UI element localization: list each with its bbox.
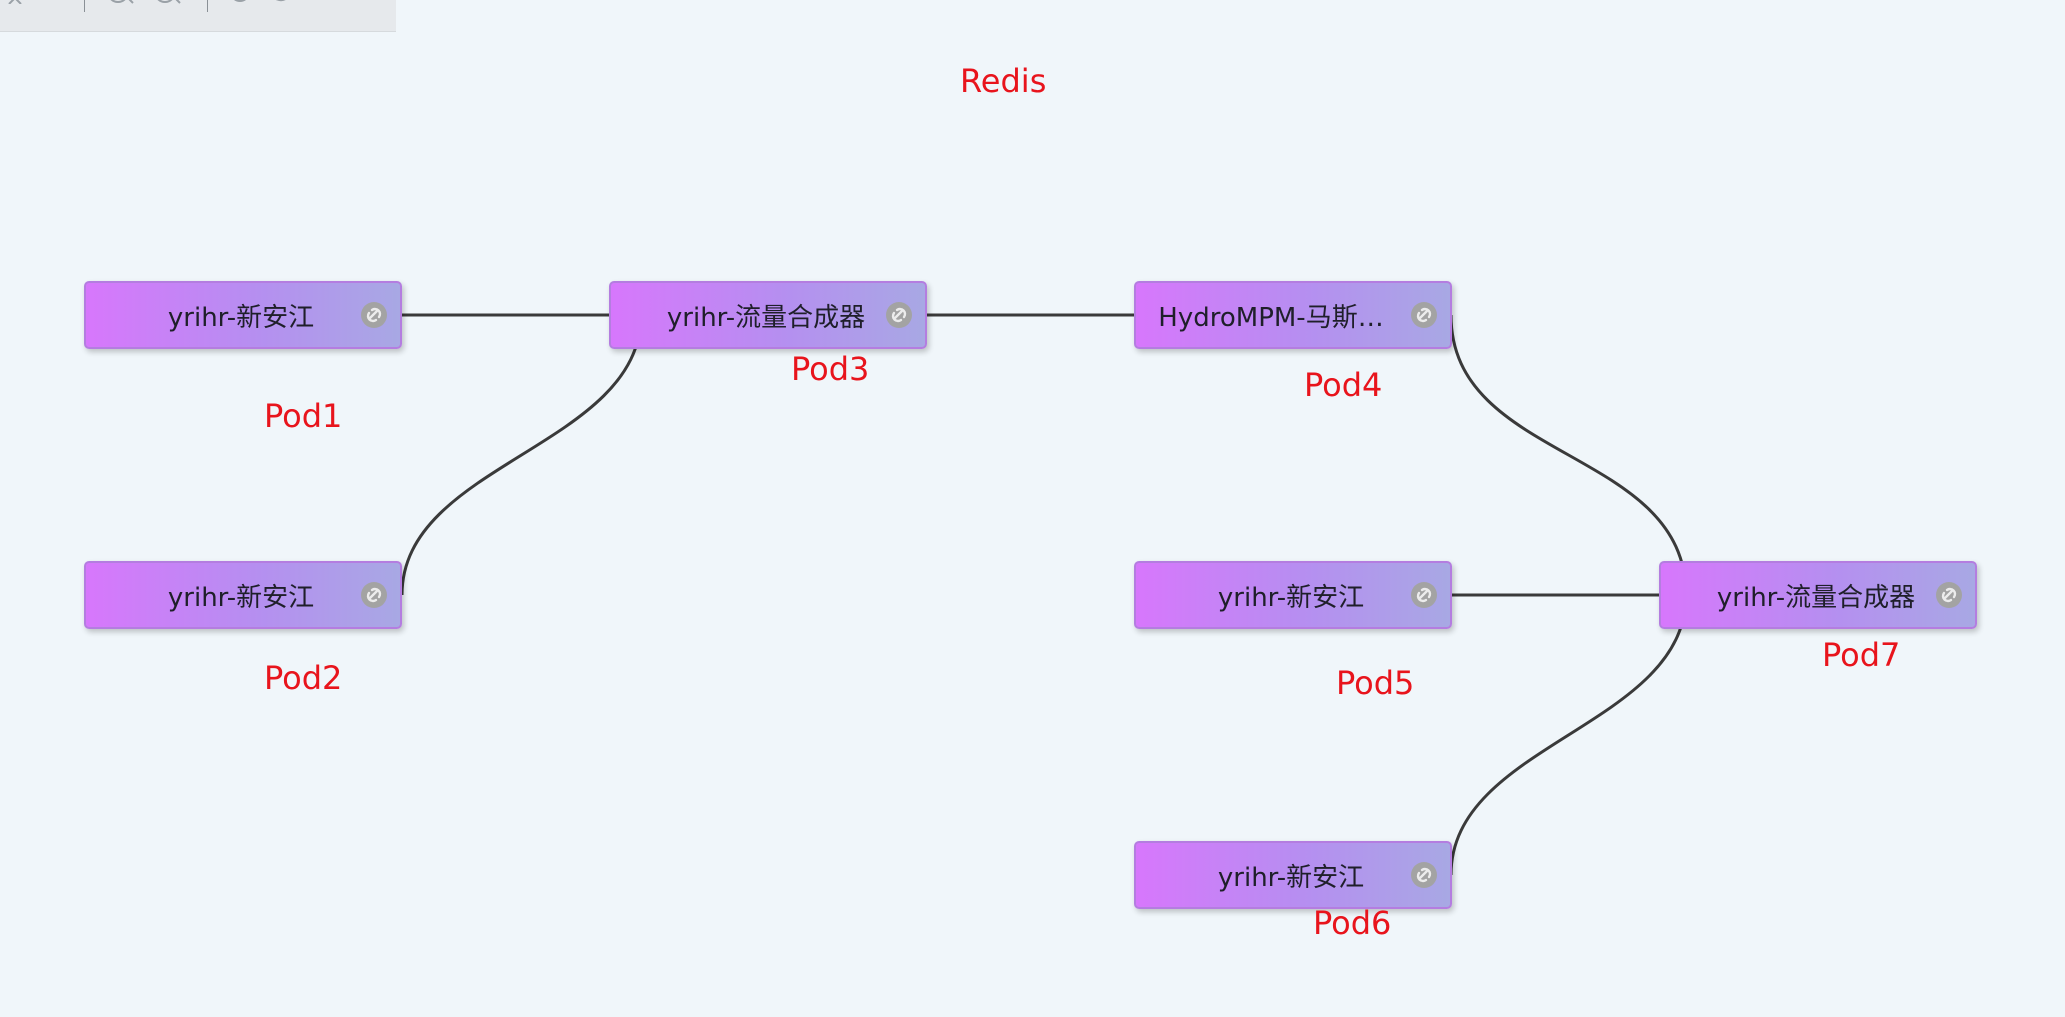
node-label: HydroMPM-马斯… bbox=[1158, 302, 1384, 333]
edge-pod4-to-pod7 bbox=[1449, 314, 1693, 597]
node-pod7[interactable]: yrihr-流量合成器 bbox=[1659, 561, 1977, 629]
node-pod4[interactable]: HydroMPM-马斯… bbox=[1134, 281, 1452, 349]
undo-icon[interactable] bbox=[222, 0, 262, 4]
link-icon[interactable] bbox=[1935, 581, 1963, 609]
node-label: yrihr-流量合成器 bbox=[666, 302, 866, 333]
node-label: yrihr-新安江 bbox=[167, 302, 315, 333]
node-pod6[interactable]: yrihr-新安江 bbox=[1134, 841, 1452, 909]
node-pod1[interactable]: yrihr-新安江 bbox=[84, 281, 402, 349]
pod-annotation: Pod2 bbox=[264, 659, 343, 697]
edge-pod2-to-pod3 bbox=[400, 313, 648, 596]
edge-pod6-to-pod7 bbox=[1449, 593, 1693, 876]
close-icon[interactable] bbox=[0, 0, 30, 4]
graph-toolbar bbox=[0, 0, 396, 32]
pod-annotation: Pod1 bbox=[264, 397, 343, 435]
pod-annotation: Pod5 bbox=[1336, 664, 1415, 702]
link-icon[interactable] bbox=[360, 301, 388, 329]
pod-annotation: Pod6 bbox=[1313, 904, 1392, 942]
node-label: yrihr-新安江 bbox=[1217, 862, 1365, 893]
link-icon[interactable] bbox=[360, 581, 388, 609]
link-icon[interactable] bbox=[1410, 301, 1438, 329]
toolbar-divider bbox=[84, 0, 85, 12]
node-label: yrihr-流量合成器 bbox=[1716, 582, 1916, 613]
zoom-in-icon[interactable] bbox=[99, 0, 141, 4]
pod-annotation: Pod3 bbox=[791, 350, 870, 388]
link-icon[interactable] bbox=[1410, 861, 1438, 889]
zoom-out-icon[interactable] bbox=[141, 0, 193, 4]
node-pod2[interactable]: yrihr-新安江 bbox=[84, 561, 402, 629]
redis-annotation: Redis bbox=[960, 62, 1047, 100]
node-label: yrihr-新安江 bbox=[1217, 582, 1365, 613]
node-pod3[interactable]: yrihr-流量合成器 bbox=[609, 281, 927, 349]
link-icon[interactable] bbox=[1410, 581, 1438, 609]
pod-annotation: Pod4 bbox=[1304, 366, 1383, 404]
node-pod5[interactable]: yrihr-新安江 bbox=[1134, 561, 1452, 629]
link-icon[interactable] bbox=[885, 301, 913, 329]
pod-annotation: Pod7 bbox=[1822, 636, 1901, 674]
node-label: yrihr-新安江 bbox=[167, 582, 315, 613]
toolbar-divider bbox=[207, 0, 208, 12]
